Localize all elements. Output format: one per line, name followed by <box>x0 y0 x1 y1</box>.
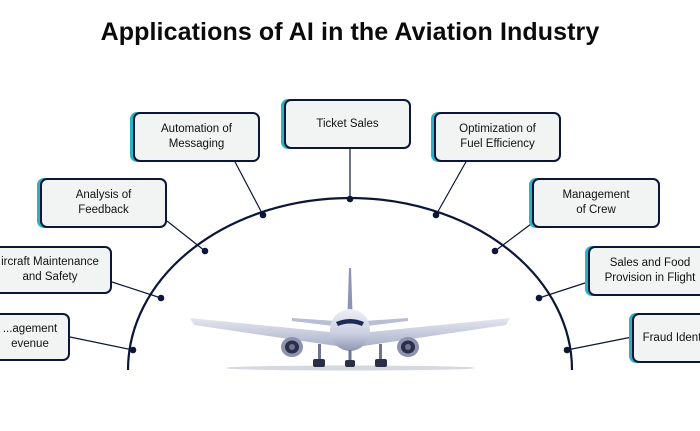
node-revenue-management: ...agement evenue <box>0 313 70 361</box>
node-ticket-sales: Ticket Sales <box>284 99 411 149</box>
node-fraud-identification: Fraud Ident <box>632 313 700 363</box>
connector-aircraft <box>111 281 162 299</box>
connector-sales <box>538 281 589 299</box>
connector-fraud <box>566 336 633 351</box>
arc-dot <box>491 247 499 255</box>
node-fuel-efficiency: Optimization of Fuel Efficiency <box>434 112 561 162</box>
arc-dot <box>432 211 440 219</box>
arc-dot <box>129 346 137 354</box>
arc-dot <box>157 294 165 302</box>
arc-dot <box>201 247 209 255</box>
node-sales-food: Sales and Food Provision in Flight <box>588 246 700 296</box>
arc-dot <box>259 211 267 219</box>
arc-dot <box>346 195 354 203</box>
page-title: Applications of AI in the Aviation Indus… <box>100 18 600 46</box>
node-crew-management: Management of Crew <box>532 178 660 228</box>
connector-revenue <box>69 336 134 351</box>
node-automation-messaging: Automation of Messaging <box>133 112 260 162</box>
node-analysis-feedback: Analysis of Feedback <box>40 178 167 228</box>
node-aircraft-maintenance: ircraft Maintenance and Safety <box>0 246 112 294</box>
airplane-illustration <box>190 268 510 371</box>
connector-messaging <box>233 159 264 216</box>
connector-crew <box>494 220 536 252</box>
arc-dot <box>535 294 543 302</box>
connector-fuel <box>435 159 468 216</box>
arc-dot <box>563 346 571 354</box>
connector-feedback <box>166 220 206 252</box>
